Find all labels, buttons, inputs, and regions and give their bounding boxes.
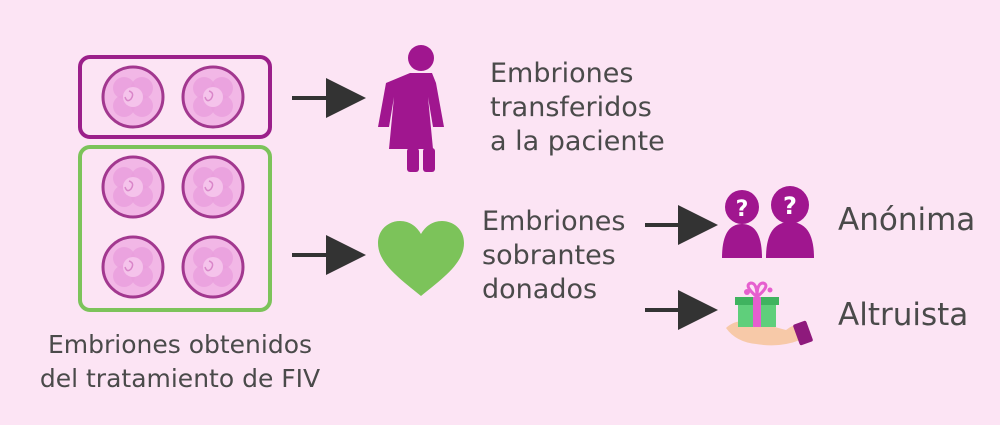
transferred-embryos-box xyxy=(78,55,272,139)
transferred-line-3: a la paciente xyxy=(490,126,665,157)
gift-hand-icon xyxy=(726,281,813,346)
woman-icon xyxy=(378,45,444,172)
embryo xyxy=(101,65,165,129)
embryo xyxy=(181,155,245,219)
altruistic-option-label: Altruista xyxy=(838,297,969,333)
embryo xyxy=(181,235,245,299)
surplus-label: Embriones sobrantes donados xyxy=(482,205,625,307)
surplus-embryos-box xyxy=(78,145,272,312)
transferred-line-1: Embriones xyxy=(490,58,634,89)
caption-line-1: Embriones obtenidos xyxy=(47,330,313,359)
anonymous-couple-icon xyxy=(722,186,814,258)
question-mark-right: ? xyxy=(783,192,797,220)
embryos-obtained-caption: Embriones obtenidos del tratamiento de F… xyxy=(0,328,360,396)
embryo xyxy=(101,155,165,219)
embryo xyxy=(101,235,165,299)
anonymous-option-label: Anónima xyxy=(838,202,976,238)
transferred-line-2: transferidos xyxy=(490,92,652,123)
surplus-line-1: Embriones xyxy=(482,206,626,237)
heart-icon xyxy=(378,221,464,296)
caption-line-2: del tratamiento de FIV xyxy=(39,364,321,393)
question-mark-left: ? xyxy=(736,197,749,222)
surplus-line-2: sobrantes xyxy=(482,240,616,271)
surplus-line-3: donados xyxy=(482,274,598,305)
embryo xyxy=(181,65,245,129)
transferred-label: Embriones transferidos a la paciente xyxy=(490,57,665,159)
